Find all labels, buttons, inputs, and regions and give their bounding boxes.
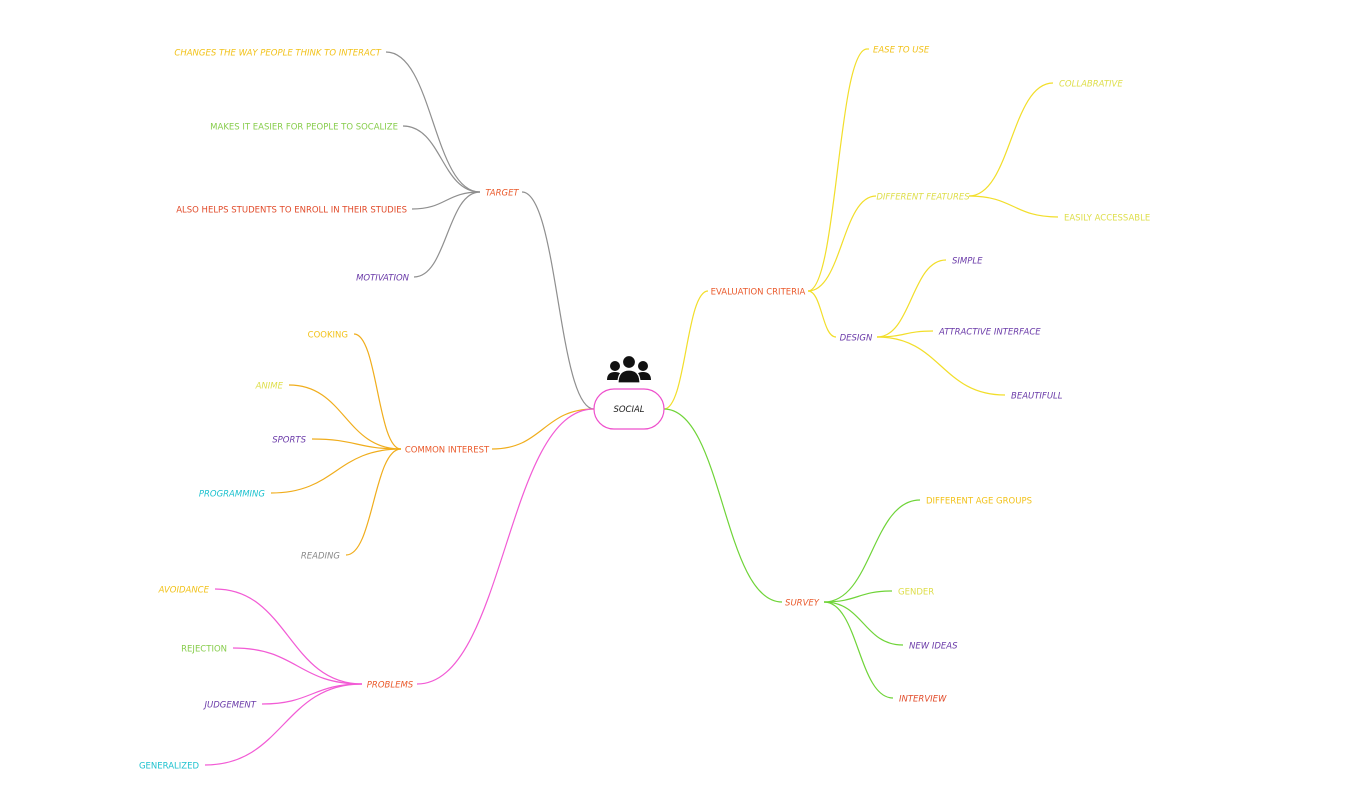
link-center-interest: [491, 408, 595, 450]
mind-map-links: [204, 48, 1059, 766]
branch-survey: SURVEY DIFFERENT AGE GROUPS GENDER NEW I…: [785, 497, 1032, 705]
node-problem-avoidance[interactable]: AVOIDANCE: [158, 586, 210, 596]
link-design-beautifull: [876, 336, 1006, 396]
link-target-enroll: [411, 191, 481, 210]
link-center-problems: [416, 408, 595, 685]
link-problems-avoidance: [214, 588, 363, 685]
branch-problems: PROBLEMS AVOIDANCE REJECTION JUDGEMENT G…: [139, 586, 414, 772]
link-interest-programming: [270, 448, 402, 494]
node-evaluation-criteria[interactable]: EVALUATION CRITERIA: [711, 288, 806, 298]
link-features-accessable: [968, 195, 1059, 218]
link-center-target: [521, 191, 595, 410]
link-survey-gender: [823, 590, 893, 603]
link-evaluation-ease: [807, 48, 868, 292]
link-target-motivation: [413, 191, 481, 278]
link-interest-anime: [288, 384, 402, 450]
link-evaluation-design: [807, 290, 837, 338]
node-target-easier-socialize[interactable]: MAKES IT EASIER FOR PEOPLE TO SOCALIZE: [210, 123, 398, 133]
node-problem-rejection[interactable]: REJECTION: [181, 645, 227, 655]
link-interest-reading: [345, 448, 402, 556]
node-interest-programming[interactable]: PROGRAMMING: [199, 490, 266, 500]
node-interview[interactable]: INTERVIEW: [899, 695, 947, 705]
node-collabrative[interactable]: COLLABRATIVE: [1059, 80, 1123, 90]
node-problem-judgement[interactable]: JUDGEMENT: [203, 701, 257, 711]
link-center-survey: [663, 408, 783, 603]
link-evaluation-features: [807, 195, 877, 292]
link-problems-generalized: [204, 683, 363, 766]
link-design-simple: [876, 259, 947, 338]
node-interest-anime[interactable]: ANIME: [255, 382, 284, 392]
node-attractive-interface[interactable]: ATTRACTIVE INTERFACE: [938, 328, 1041, 338]
node-interest-sports[interactable]: SPORTS: [272, 436, 306, 446]
node-target-changes-interaction[interactable]: CHANGES THE WAY PEOPLE THINK TO INTERACT: [174, 49, 381, 59]
node-survey[interactable]: SURVEY: [785, 599, 820, 609]
center-node-label: SOCIAL: [613, 405, 644, 415]
link-target-changes: [385, 51, 481, 193]
branch-target: TARGET CHANGES THE WAY PEOPLE THINK TO I…: [174, 49, 519, 284]
link-survey-ideas: [823, 601, 904, 646]
link-features-collabrative: [968, 82, 1054, 197]
link-problems-rejection: [232, 647, 363, 685]
node-interest-cooking[interactable]: COOKING: [308, 331, 348, 341]
node-different-age-groups[interactable]: DIFFERENT AGE GROUPS: [926, 497, 1032, 507]
link-center-evaluation: [663, 290, 709, 410]
center-node-box: [593, 388, 665, 430]
node-different-features[interactable]: DIFFERENT FEATURES: [876, 193, 970, 203]
node-simple[interactable]: SIMPLE: [952, 257, 983, 267]
link-interest-sports: [311, 438, 402, 450]
link-problems-judgement: [261, 683, 363, 705]
node-target-students-enroll[interactable]: ALSO HELPS STUDENTS TO ENROLL IN THEIR S…: [176, 206, 407, 216]
node-design[interactable]: DESIGN: [840, 334, 873, 344]
node-easily-accessable[interactable]: EASILY ACCESSABLE: [1064, 214, 1150, 224]
node-common-interest[interactable]: COMMON INTEREST: [405, 446, 490, 456]
node-ease-to-use[interactable]: EASE TO USE: [873, 46, 930, 56]
node-target[interactable]: TARGET: [485, 189, 519, 199]
link-design-attractive: [876, 330, 934, 338]
people-group-icon: [607, 354, 651, 384]
branch-evaluation-criteria: EVALUATION CRITERIA EASE TO USE DIFFEREN…: [711, 46, 1151, 402]
link-survey-interview: [823, 601, 894, 699]
node-new-ideas[interactable]: NEW IDEAS: [909, 642, 958, 652]
link-target-socialize: [402, 125, 481, 193]
branch-common-interest: COMMON INTEREST COOKING ANIME SPORTS PRO…: [199, 331, 490, 562]
node-problems[interactable]: PROBLEMS: [367, 681, 414, 691]
link-survey-age: [823, 499, 921, 603]
node-target-motivation[interactable]: MOTIVATION: [356, 274, 410, 284]
node-gender[interactable]: GENDER: [898, 588, 934, 598]
center-node[interactable]: SOCIAL: [593, 354, 665, 430]
node-interest-reading[interactable]: READING: [301, 552, 341, 562]
link-interest-cooking: [353, 333, 402, 450]
node-beautifull[interactable]: BEAUTIFULL: [1011, 392, 1063, 402]
node-problem-generalized[interactable]: GENERALIZED: [139, 762, 199, 772]
